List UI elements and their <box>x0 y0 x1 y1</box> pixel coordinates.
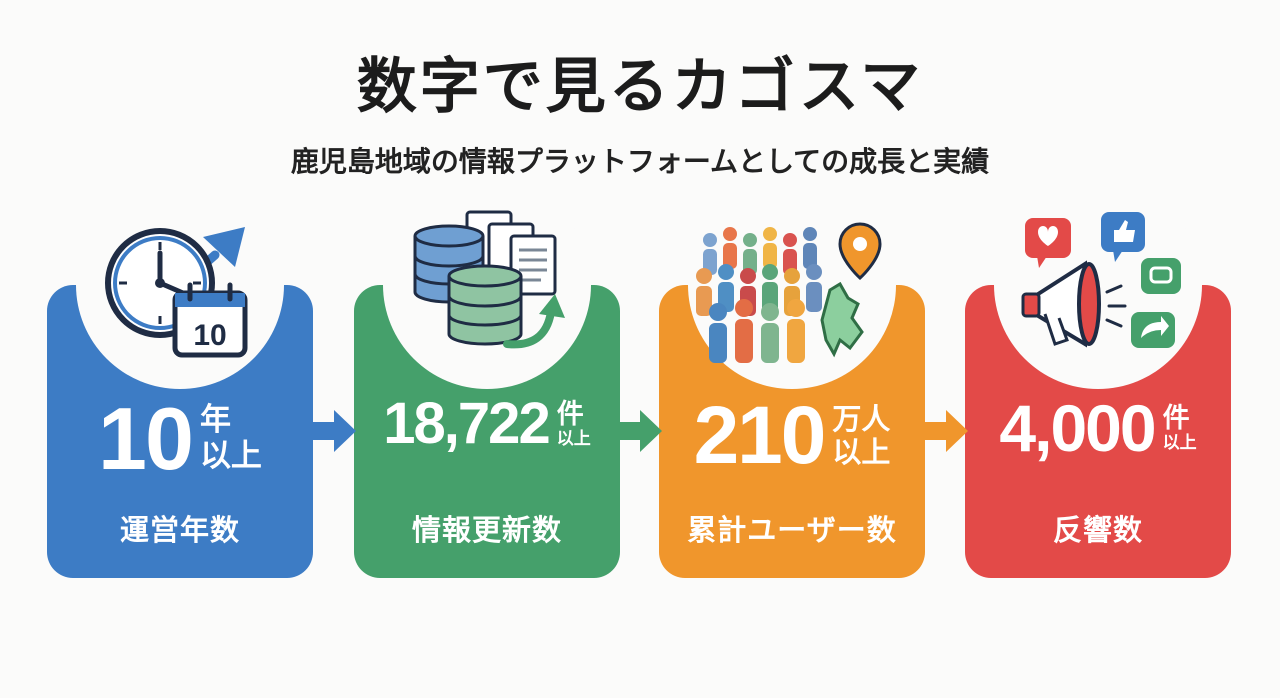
stat-value: 10 <box>98 389 194 488</box>
stat-unit: 万人 <box>832 401 891 436</box>
clock-calendar-icon: 10 <box>95 215 270 365</box>
stat-label: 情報更新数 <box>411 513 562 547</box>
stat-unit-suffix: 以上 <box>832 435 891 469</box>
megaphone-social-icon <box>1015 210 1190 360</box>
stat-unit: 件 <box>556 398 584 430</box>
stat-value: 210 <box>693 390 827 481</box>
stat-unit-suffix: 以上 <box>556 428 591 449</box>
page-title: 数字で見るカゴスマ <box>356 52 924 122</box>
stat-label: 運営年数 <box>119 513 240 547</box>
crowd-map-pin-icon <box>690 220 900 370</box>
database-documents-icon <box>405 208 575 358</box>
page-subtitle: 鹿児島地域の情報プラットフォームとしての成長と実績 <box>290 145 990 178</box>
stat-label: 累計ユーザー数 <box>687 513 897 547</box>
stat-unit-suffix: 以上 <box>199 438 262 474</box>
arrow-right-icon <box>312 410 356 452</box>
stat-label: 反響数 <box>1052 513 1143 547</box>
stat-value: 4,000 <box>999 391 1156 465</box>
stat-unit: 件 <box>1162 402 1190 434</box>
arrow-right-icon <box>618 410 662 452</box>
svg-text:10: 10 <box>193 319 226 352</box>
stat-unit-suffix: 以上 <box>1162 432 1197 453</box>
arrow-right-icon <box>924 410 968 452</box>
stat-value: 18,722 <box>383 391 550 456</box>
stat-unit: 年 <box>199 402 231 439</box>
stat-card-users: 210 万人 以上 累計ユーザー数 <box>659 181 925 578</box>
